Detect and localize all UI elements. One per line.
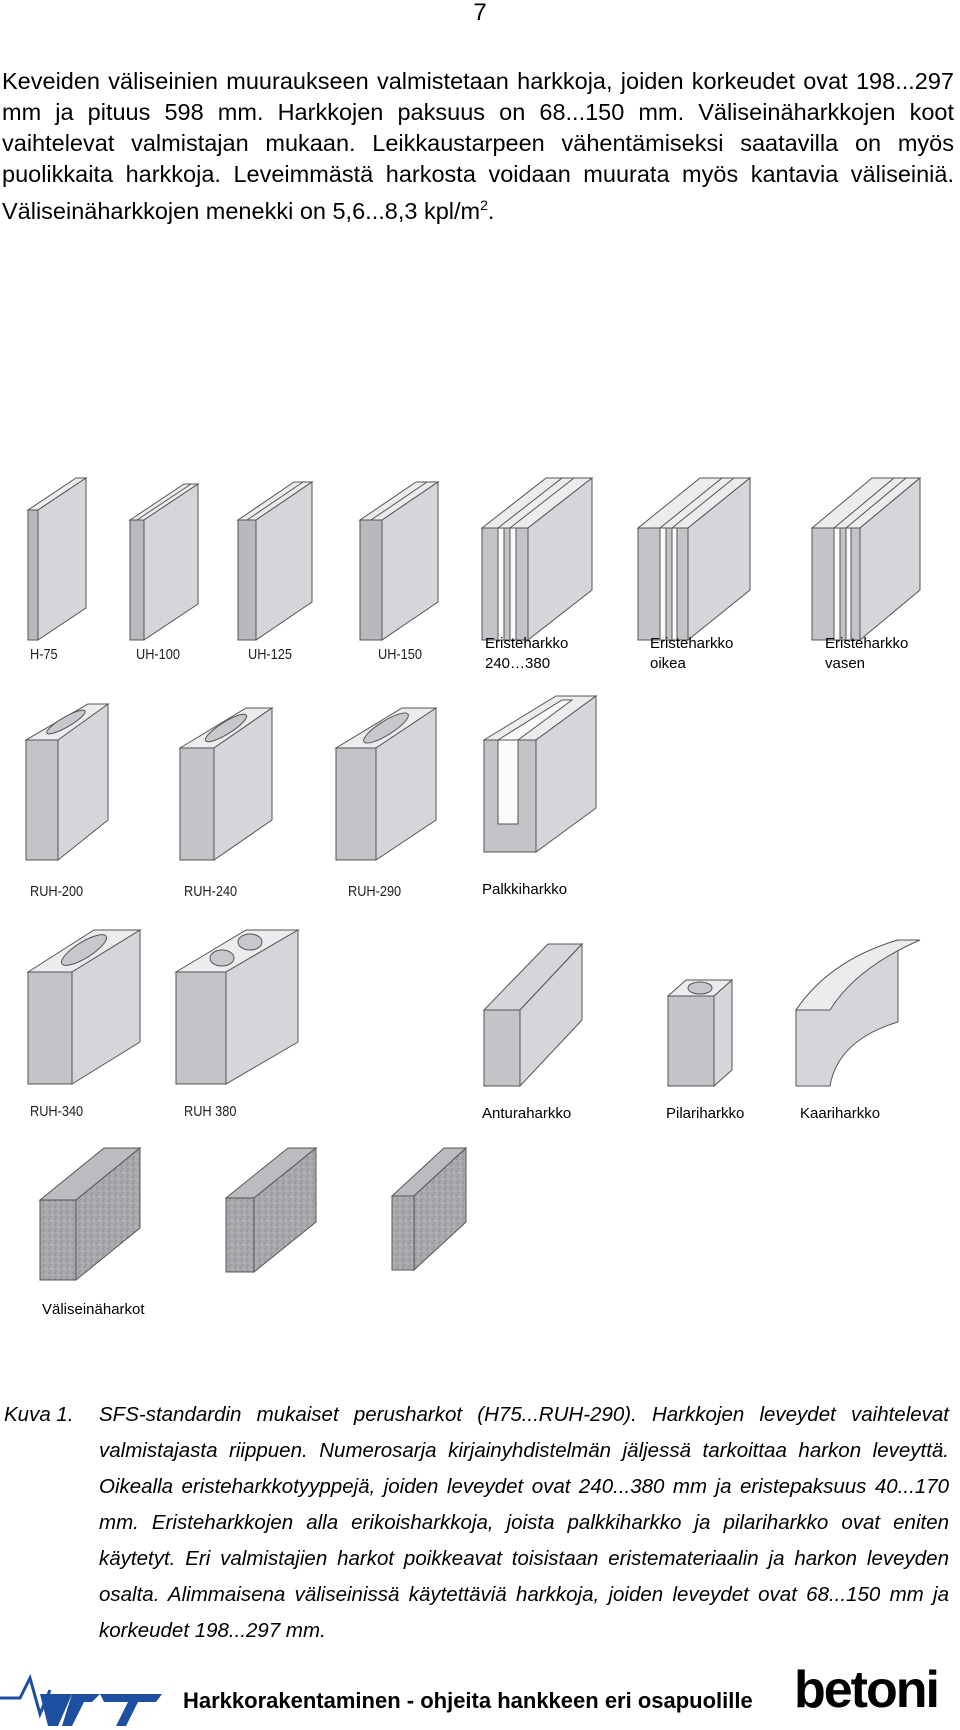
intro-end: . <box>487 197 495 224</box>
page-footer: Harkkorakentaminen - ohjeita hankkeen er… <box>0 1660 960 1730</box>
block-valiseina-1-image <box>38 1146 142 1282</box>
label-palkki: Palkkiharkko <box>482 881 568 898</box>
label-eriste-vasen-line2: vasen <box>825 655 866 672</box>
block-eriste-240-image <box>480 476 594 642</box>
block-ruh340-image <box>26 929 142 1085</box>
block-valiseina-3-image <box>390 1146 468 1272</box>
label-antura: Anturaharkko <box>482 1105 572 1122</box>
intro-text: Keveiden väliseinien muuraukseen valmist… <box>2 68 954 224</box>
vtt-logo-icon <box>0 1673 162 1726</box>
code-ruh200: RUH-200 <box>30 883 84 900</box>
label-valiseina: Väliseinäharkot <box>42 1301 145 1318</box>
label-eriste-240: Eristeharkko 240…380 <box>485 634 568 674</box>
block-pilari-image <box>666 978 734 1088</box>
footer-title: Harkkorakentaminen - ohjeita hankkeen er… <box>183 1688 753 1713</box>
code-h75: H-75 <box>30 646 58 663</box>
block-kaari-image <box>795 939 921 1087</box>
block-ruh290-image <box>334 707 438 861</box>
label-kaari: Kaariharkko <box>800 1105 881 1122</box>
block-eriste-vasen-image <box>810 476 922 642</box>
block-uh150-image <box>358 481 440 641</box>
code-uh125: UH-125 <box>248 646 292 663</box>
block-uh125-image <box>236 481 314 641</box>
code-ruh290: RUH-290 <box>348 883 402 900</box>
label-eriste-oikea-line2: oikea <box>650 655 686 672</box>
caption-label: Kuva 1. <box>4 1403 74 1426</box>
label-eriste-oikea-line1: Eristeharkko <box>650 635 734 652</box>
page-number: 7 <box>473 0 487 26</box>
block-ruh240-image <box>178 707 274 861</box>
block-ruh200-image <box>24 703 110 862</box>
code-ruh380: RUH 380 <box>184 1103 237 1120</box>
label-eriste-oikea: Eristeharkko oikea <box>650 634 733 674</box>
label-eriste-vasen: Eristeharkko vasen <box>825 634 908 674</box>
block-eriste-oikea-image <box>636 476 752 642</box>
block-ruh380-image <box>174 929 300 1085</box>
block-illustrations <box>24 476 922 1282</box>
label-pilari: Pilariharkko <box>666 1105 745 1122</box>
block-antura-image <box>482 942 584 1088</box>
betoni-logo: betoni <box>794 1661 940 1719</box>
intro-paragraph: Keveiden väliseinien muuraukseen valmist… <box>2 66 954 227</box>
block-uh100-image <box>128 483 200 641</box>
block-valiseina-2-image <box>224 1146 318 1274</box>
code-ruh340: RUH-340 <box>30 1103 84 1120</box>
code-uh150: UH-150 <box>378 646 422 663</box>
code-ruh240: RUH-240 <box>184 883 238 900</box>
intro-superscript: 2 <box>480 197 488 213</box>
label-eriste-240-line1: Eristeharkko <box>485 635 569 652</box>
label-eriste-240-line2: 240…380 <box>485 655 551 672</box>
block-palkki-image <box>482 695 598 853</box>
caption-text: SFS-standardin mukaiset perusharkot (H75… <box>99 1403 949 1642</box>
label-eriste-vasen-line1: Eristeharkko <box>825 635 909 652</box>
code-uh100: UH-100 <box>136 646 180 663</box>
block-h75-image <box>26 477 88 641</box>
